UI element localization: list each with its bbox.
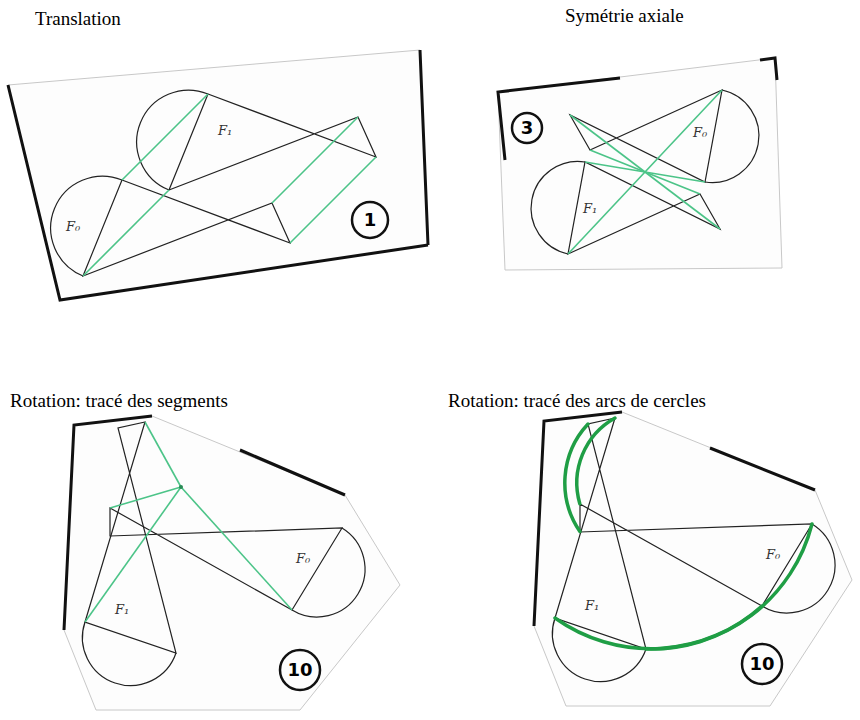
translation-segment	[122, 94, 208, 180]
figure-semicircle	[552, 618, 646, 682]
symmetry-segment	[570, 115, 720, 229]
rotation-arc	[565, 424, 588, 532]
translation-segment	[290, 157, 376, 243]
figure-outline	[110, 508, 342, 610]
figure-semicircle	[82, 622, 176, 686]
figure-outline	[570, 90, 722, 182]
paper-edge	[8, 50, 428, 300]
panel-title: Rotation: tracé des arcs de cercles	[448, 390, 706, 412]
figure-label: F₁	[585, 599, 599, 614]
figure-semicircle	[292, 528, 365, 617]
rotation-segment	[181, 487, 292, 610]
paper-sheet	[64, 416, 400, 710]
construction-lines	[83, 94, 376, 276]
callout-number: 10	[749, 654, 774, 675]
rotation-segment	[85, 487, 181, 622]
callout-number: 3	[521, 118, 534, 139]
number-circle	[352, 202, 388, 238]
construction-lines	[568, 90, 722, 254]
figure-semicircle	[51, 176, 122, 276]
callout-number: 10	[287, 660, 312, 681]
symmetry-segment	[568, 90, 722, 254]
panel-title: Translation	[35, 8, 121, 30]
number-circle	[512, 113, 542, 143]
rotation-arcs	[555, 418, 812, 649]
figure-label: F₁	[115, 603, 129, 618]
rotation-arcs-panel	[534, 412, 852, 706]
paper-sheet	[8, 50, 428, 300]
figure	[51, 90, 376, 276]
figure	[531, 90, 759, 254]
number-circle	[742, 644, 782, 684]
figure	[552, 418, 835, 682]
figure-outline	[169, 94, 376, 190]
paper-sheet	[498, 58, 782, 270]
figure-outline	[568, 162, 720, 254]
rotation-centre	[179, 485, 183, 489]
paper-sheet	[534, 412, 852, 706]
callout-number: 1	[364, 210, 377, 231]
panel-title: Rotation: tracé des segments	[10, 390, 228, 412]
figure-semicircle	[531, 161, 585, 254]
paper-edge	[498, 58, 777, 160]
rotation-segments-panel	[64, 416, 400, 710]
figure-label: F₁	[218, 124, 232, 139]
figure-label: F₁	[583, 202, 597, 217]
figure-semicircle	[705, 90, 759, 183]
translation-segment	[83, 190, 169, 276]
rotation-segment	[110, 487, 181, 508]
symmetry-segment	[590, 150, 700, 194]
figure-label: F₀	[66, 220, 80, 235]
figure-label: F₀	[693, 126, 707, 141]
paper-edge	[64, 416, 345, 630]
figure-semicircle	[762, 524, 835, 613]
panel-title: Symétrie axiale	[565, 5, 684, 27]
construction-lines	[85, 422, 292, 622]
figure-label: F₀	[296, 552, 310, 567]
figure	[82, 422, 365, 686]
symmetry-panel	[498, 58, 782, 270]
translation-segment	[272, 117, 358, 203]
rotation-arc	[646, 524, 812, 649]
number-circle	[280, 650, 320, 690]
translation-panel	[8, 50, 428, 300]
rotation-segment	[145, 422, 181, 487]
figure-outline	[83, 180, 290, 276]
figure-label: F₀	[766, 548, 780, 563]
